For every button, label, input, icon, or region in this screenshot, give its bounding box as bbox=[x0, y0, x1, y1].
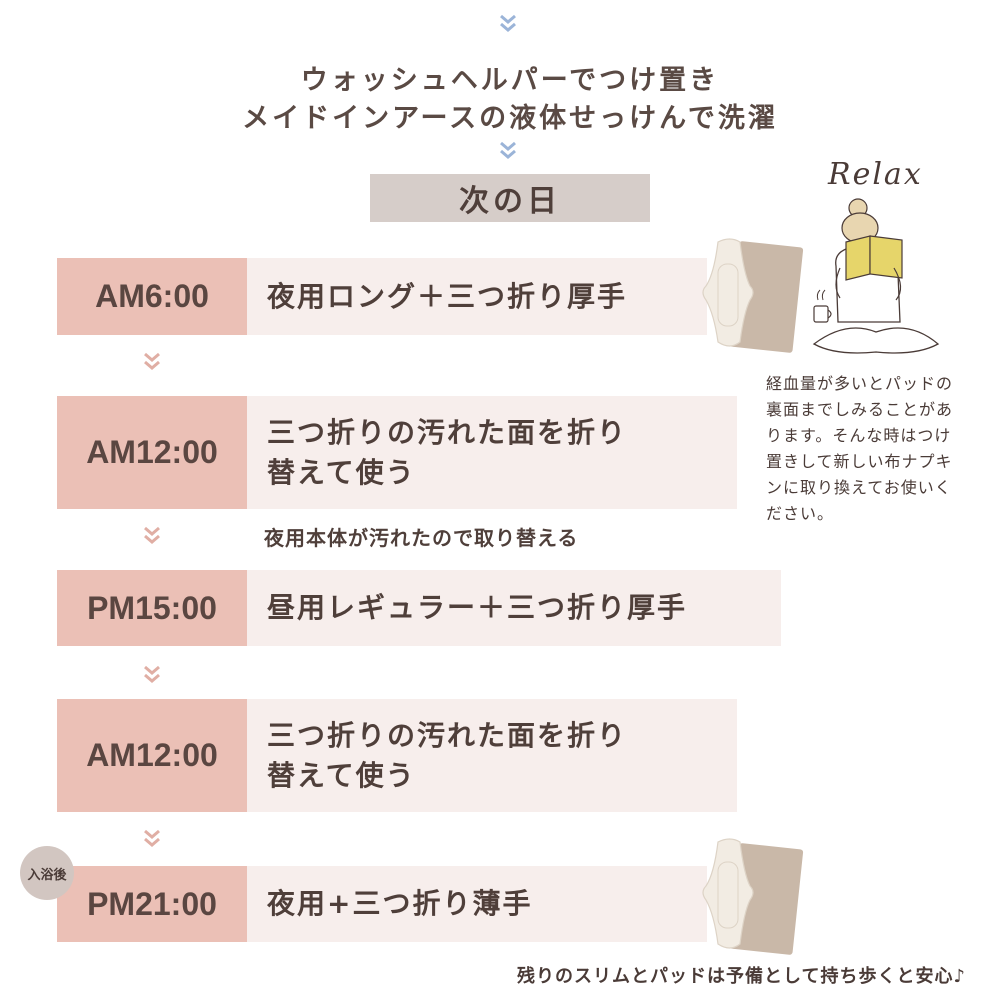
chevron-down-icon bbox=[144, 352, 160, 370]
chevron-down-icon bbox=[144, 526, 160, 544]
schedule-description: 三つ折りの汚れた面を折り 替えて使う bbox=[247, 699, 737, 812]
chevron-down-icon bbox=[144, 665, 160, 683]
change-note: 夜用本体が汚れたので取り替える bbox=[264, 526, 579, 550]
after-bath-badge: 入浴後 bbox=[20, 846, 74, 900]
side-note-line: ります。そんな時はつけ bbox=[766, 426, 952, 445]
side-note-line: 置きして新しい布ナプキ bbox=[766, 452, 953, 471]
side-note-line: 経血量が多いとパッドの bbox=[766, 374, 954, 393]
description-line: 替えて使う bbox=[267, 455, 416, 489]
side-note: 経血量が多いとパッドの 裏面までしみることがあ ります。そんな時はつけ 置きして… bbox=[766, 371, 976, 527]
chevron-down-icon bbox=[144, 829, 160, 847]
time-label: AM12:00 bbox=[57, 396, 247, 509]
time-label: PM21:00 bbox=[57, 866, 247, 942]
description-line: 夜用ロング＋三つ折り厚手 bbox=[267, 279, 628, 313]
chevron-down-icon bbox=[500, 14, 516, 32]
cloth-pad-product-image bbox=[702, 838, 804, 955]
time-label: AM6:00 bbox=[57, 258, 247, 335]
description-line: 三つ折りの汚れた面を折り bbox=[267, 415, 628, 449]
intro-line-2: メイドインアースの液体せっけんで洗濯 bbox=[242, 103, 778, 134]
schedule-row: PM15:00 昼用レギュラー＋三つ折り厚手 bbox=[57, 570, 781, 646]
schedule-row: AM6:00 夜用ロング＋三つ折り厚手 bbox=[57, 258, 707, 335]
time-label: PM15:00 bbox=[57, 570, 247, 646]
time-label: AM12:00 bbox=[57, 699, 247, 812]
schedule-description: 夜用ロング＋三つ折り厚手 bbox=[247, 258, 707, 335]
side-note-line: 裏面までしみることがあ bbox=[766, 400, 954, 419]
schedule-description: 夜用+三つ折り薄手 bbox=[247, 866, 707, 942]
schedule-description: 三つ折りの汚れた面を折り 替えて使う bbox=[247, 396, 737, 509]
description-line: 三つ折りの汚れた面を折り bbox=[267, 718, 628, 752]
reading-woman-illustration bbox=[812, 194, 940, 354]
intro-line-1: ウォッシュヘルパーでつけ置き bbox=[300, 65, 720, 96]
description-line: 替えて使う bbox=[267, 758, 416, 792]
schedule-row: PM21:00 夜用+三つ折り薄手 bbox=[57, 866, 707, 942]
footer-note: 残りのスリムとパッドは予備として持ち歩くと安心♪ bbox=[517, 966, 966, 987]
description-line: 昼用レギュラー＋三つ折り厚手 bbox=[267, 591, 688, 624]
side-note-line: ンに取り換えてお使いく bbox=[766, 478, 952, 497]
cloth-pad-product-image bbox=[702, 238, 804, 353]
schedule-row: AM12:00 三つ折りの汚れた面を折り 替えて使う bbox=[57, 699, 737, 812]
description-line: 夜用+三つ折り薄手 bbox=[267, 887, 533, 920]
side-note-line: ださい。 bbox=[766, 504, 835, 523]
schedule-description: 昼用レギュラー＋三つ折り厚手 bbox=[247, 570, 781, 646]
chevron-down-icon bbox=[500, 141, 516, 159]
relax-text: Relax bbox=[828, 157, 923, 192]
schedule-row: AM12:00 三つ折りの汚れた面を折り 替えて使う bbox=[57, 396, 737, 509]
next-day-heading: 次の日 bbox=[370, 174, 650, 222]
